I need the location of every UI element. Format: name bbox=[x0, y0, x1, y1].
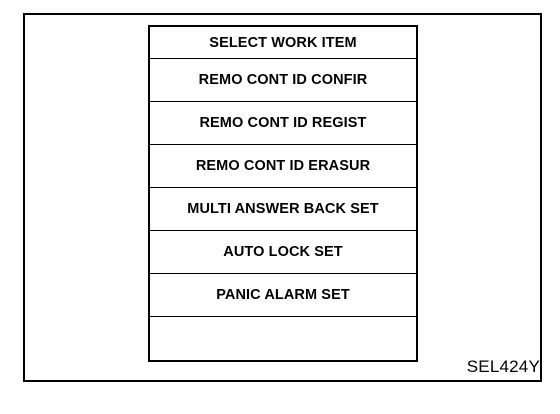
menu-item-auto-lock-set[interactable]: AUTO LOCK SET bbox=[150, 231, 416, 274]
menu-item-multi-answer-back-set[interactable]: MULTI ANSWER BACK SET bbox=[150, 188, 416, 231]
menu-item-empty bbox=[150, 317, 416, 360]
screen-title: SELECT WORK ITEM bbox=[150, 27, 416, 59]
menu-item-remo-cont-id-regist[interactable]: REMO CONT ID REGIST bbox=[150, 102, 416, 145]
figure-code: SEL424Y bbox=[466, 357, 540, 376]
select-work-item-screen: SELECT WORK ITEM REMO CONT ID CONFIR REM… bbox=[148, 25, 418, 362]
menu-item-remo-cont-id-erasur[interactable]: REMO CONT ID ERASUR bbox=[150, 145, 416, 188]
menu-item-remo-cont-id-confir[interactable]: REMO CONT ID CONFIR bbox=[150, 59, 416, 102]
menu-item-panic-alarm-set[interactable]: PANIC ALARM SET bbox=[150, 274, 416, 317]
